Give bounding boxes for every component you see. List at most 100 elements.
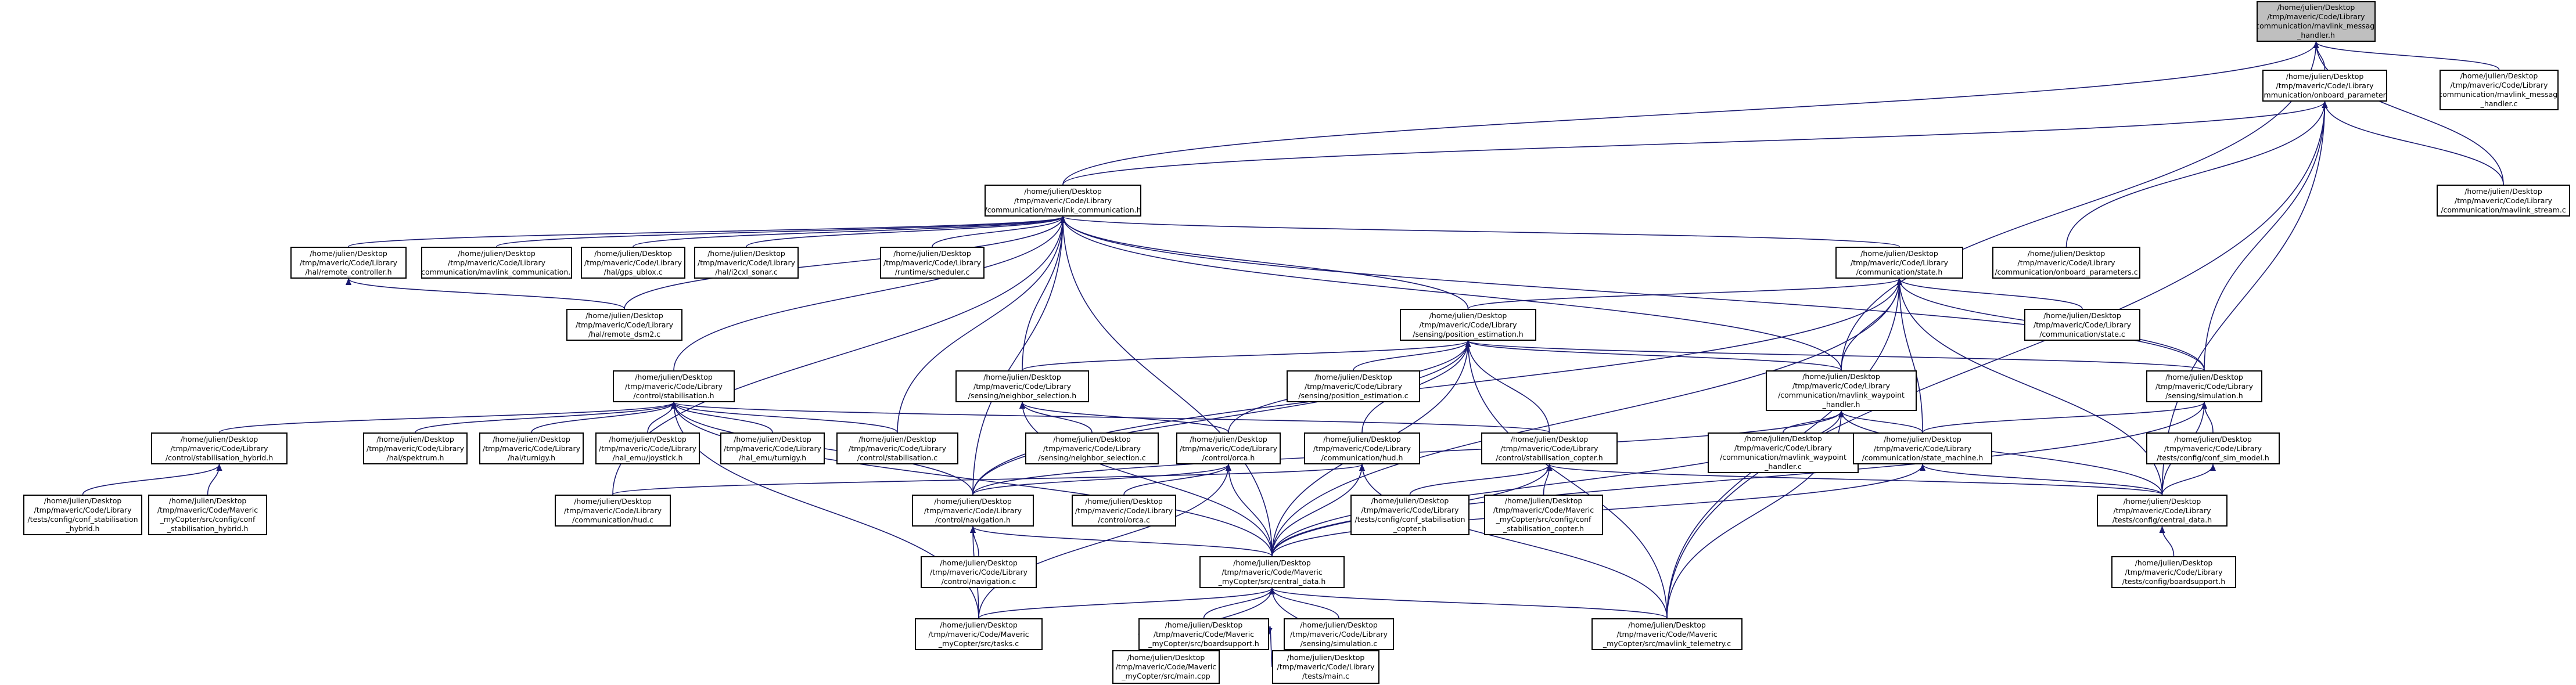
file-node-conf-sim-model-h[interactable]: /home/julien/Desktop/tmp/maveric/Code/Li… bbox=[2146, 432, 2280, 464]
file-node-tests-conf-stab-copter-h[interactable]: /home/julien/Desktop/tmp/maveric/Code/Li… bbox=[1350, 495, 1470, 535]
file-node-spektrum-h[interactable]: /home/julien/Desktop/tmp/maveric/Code/Li… bbox=[363, 432, 468, 464]
file-path-line: /control/stabilisation_copter.h bbox=[1496, 453, 1603, 462]
file-path-line: /home/julien/Desktop bbox=[2174, 434, 2252, 444]
file-node-navigation-h[interactable]: /home/julien/Desktop/tmp/maveric/Code/Li… bbox=[912, 495, 1034, 527]
file-path-line: /communication/state_machine.h bbox=[1862, 453, 1984, 462]
file-path-line: /control/stabilisation.h bbox=[633, 391, 714, 400]
file-path-line: /home/julien/Desktop bbox=[1744, 434, 1822, 443]
file-node-onboard-parameters-c[interactable]: /home/julien/Desktop/tmp/maveric/Code/Li… bbox=[1992, 247, 2140, 279]
file-node-remote-controller-h[interactable]: /home/julien/Desktop/tmp/maveric/Code/Li… bbox=[290, 247, 407, 279]
file-path-line: /home/julien/Desktop bbox=[2027, 248, 2106, 258]
file-node-state-machine-h[interactable]: /home/julien/Desktop/tmp/maveric/Code/Li… bbox=[1853, 432, 1992, 464]
file-path-line: /sensing/position_estimation.h bbox=[1413, 329, 1524, 338]
file-node-mavlink-message-handler-c[interactable]: /home/julien/Desktop/tmp/maveric/Code/Li… bbox=[2440, 70, 2559, 110]
file-node-orca-h[interactable]: /home/julien/Desktop/tmp/maveric/Code/Li… bbox=[1176, 432, 1281, 464]
edge-hal-emu-joystick-h-to-stabilisation-h bbox=[647, 402, 677, 433]
file-node-scheduler-c[interactable]: /home/julien/Desktop/tmp/maveric/Code/Li… bbox=[880, 247, 985, 279]
edge-remote-dsm2-c-to-mavlink-communication-h bbox=[624, 216, 1066, 309]
file-node-simulation-h[interactable]: /home/julien/Desktop/tmp/maveric/Code/Li… bbox=[2146, 370, 2262, 402]
file-path-line: /home/julien/Desktop bbox=[1314, 372, 1392, 381]
file-path-line: _handler.c bbox=[1765, 462, 1802, 471]
file-path-line: /communication/hud.h bbox=[1321, 453, 1403, 462]
edge-mycopter-central-data-h-to-hud-h bbox=[1271, 464, 1365, 557]
file-node-mycopter-conf-stab-copter-h[interactable]: /home/julien/Desktop/tmp/maveric/Code/Ma… bbox=[1484, 495, 1603, 535]
edge-state-machine-h-to-mavlink-waypoint-handler-h bbox=[1838, 410, 1923, 433]
file-node-mycopter-conf-stab-hybrid-h[interactable]: /home/julien/Desktop/tmp/maveric/Code/Ma… bbox=[148, 495, 267, 535]
file-node-hal-emu-turnigy-h[interactable]: /home/julien/Desktop/tmp/maveric/Code/Li… bbox=[720, 432, 825, 464]
edge-scheduler-c-to-mavlink-communication-h bbox=[932, 216, 1066, 247]
file-node-neighbor-selection-h[interactable]: /home/julien/Desktop/tmp/maveric/Code/Li… bbox=[955, 370, 1089, 402]
file-node-orca-c[interactable]: /home/julien/Desktop/tmp/maveric/Code/Li… bbox=[1072, 495, 1176, 527]
edge-gps-ublox-c-to-mavlink-communication-h bbox=[633, 216, 1066, 247]
file-path-line: _copter.h bbox=[1393, 524, 1427, 533]
file-node-turnigy-h[interactable]: /home/julien/Desktop/tmp/maveric/Code/Li… bbox=[479, 432, 584, 464]
edge-mycopter-conf-stab-hybrid-h-to-stabilisation-hybrid-h bbox=[207, 464, 222, 495]
file-path-line: /tests/config/conf_sim_model.h bbox=[2157, 453, 2269, 462]
file-path-line: /home/julien/Desktop bbox=[2277, 3, 2355, 12]
file-node-gps-ublox-c[interactable]: /home/julien/Desktop/tmp/maveric/Code/Li… bbox=[581, 247, 685, 279]
file-node-mavlink-waypoint-handler-c[interactable]: /home/julien/Desktop/tmp/maveric/Code/Li… bbox=[1708, 432, 1859, 473]
file-node-stabilisation-h[interactable]: /home/julien/Desktop/tmp/maveric/Code/Li… bbox=[613, 370, 735, 402]
file-node-tests-boardsupport-h[interactable]: /home/julien/Desktop/tmp/maveric/Code/Li… bbox=[2111, 556, 2236, 588]
file-node-state-h[interactable]: /home/julien/Desktop/tmp/maveric/Code/Li… bbox=[1835, 247, 1963, 279]
file-node-tests-main-c[interactable]: /home/julien/Desktop/tmp/maveric/Code/Li… bbox=[1272, 650, 1379, 684]
file-path-line: /tests/config/central_data.h bbox=[2112, 515, 2212, 524]
file-path-line: /tests/config/boardsupport.h bbox=[2122, 576, 2226, 586]
file-node-simulation-c[interactable]: /home/julien/Desktop/tmp/maveric/Code/Li… bbox=[1284, 618, 1394, 650]
edge-hud-c-to-hud-h bbox=[612, 464, 1365, 495]
file-node-position-estimation-c[interactable]: /home/julien/Desktop/tmp/maveric/Code/Li… bbox=[1287, 370, 1420, 402]
file-node-hud-h[interactable]: /home/julien/Desktop/tmp/maveric/Code/Li… bbox=[1304, 432, 1420, 464]
file-node-remote-dsm2-c[interactable]: /home/julien/Desktop/tmp/maveric/Code/Li… bbox=[566, 309, 682, 341]
file-node-mavlink-communication-h[interactable]: /home/julien/Desktop/tmp/maveric/Code/Li… bbox=[985, 185, 1141, 217]
file-node-mavlink-communication-c[interactable]: /home/julien/Desktop/tmp/maveric/Code/Li… bbox=[421, 247, 572, 279]
file-path-line: /tmp/maveric/Code/Maveric bbox=[1153, 629, 1255, 639]
file-path-line: /home/julien/Desktop bbox=[734, 434, 811, 444]
file-path-line: _myCopter/src/boardsupport.h bbox=[1148, 639, 1259, 648]
edge-mavlink-waypoint-handler-h-to-mavlink-communication-h bbox=[1060, 216, 1842, 371]
file-node-state-c[interactable]: /home/julien/Desktop/tmp/maveric/Code/Li… bbox=[2024, 309, 2140, 341]
edge-orca-h-to-neighbor-selection-h bbox=[1019, 402, 1229, 433]
file-node-navigation-c[interactable]: /home/julien/Desktop/tmp/maveric/Code/Li… bbox=[921, 556, 1037, 588]
file-node-position-estimation-h[interactable]: /home/julien/Desktop/tmp/maveric/Code/Li… bbox=[1400, 309, 1536, 341]
file-node-tests-central-data-h[interactable]: /home/julien/Desktop/tmp/maveric/Code/Li… bbox=[2097, 495, 2227, 527]
file-path-line: /tmp/maveric/Code/Maveric bbox=[1115, 662, 1217, 671]
file-path-line: /control/stabilisation_hybrid.h bbox=[165, 453, 274, 462]
file-node-i2cxl-sonar-c[interactable]: /home/julien/Desktop/tmp/maveric/Code/Li… bbox=[694, 247, 799, 279]
file-path-line: /hal/remote_controller.h bbox=[305, 267, 392, 276]
file-node-mycopter-boardsupport-h[interactable]: /home/julien/Desktop/tmp/maveric/Code/Ma… bbox=[1138, 618, 1269, 650]
file-node-mavlink-telemetry-c[interactable]: /home/julien/Desktop/tmp/maveric/Code/Ma… bbox=[1591, 618, 1743, 650]
file-node-hal-emu-joystick-h[interactable]: /home/julien/Desktop/tmp/maveric/Code/Li… bbox=[595, 432, 700, 464]
edge-stabilisation-c-to-stabilisation-h bbox=[671, 402, 898, 433]
file-node-tests-conf-stab-hybrid-h[interactable]: /home/julien/Desktop/tmp/maveric/Code/Li… bbox=[23, 495, 142, 535]
file-node-main-cpp[interactable]: /home/julien/Desktop/tmp/maveric/Code/Ma… bbox=[1112, 650, 1220, 684]
file-path-line: /tmp/maveric/Code/Library bbox=[1014, 196, 1112, 205]
file-path-line: /home/julien/Desktop bbox=[376, 434, 454, 444]
edge-mavlink-telemetry-c-to-hud-h bbox=[1359, 464, 1668, 619]
file-node-mavlink-waypoint-handler-h[interactable]: /home/julien/Desktop/tmp/maveric/Code/Li… bbox=[1766, 370, 1917, 411]
file-path-line: /tmp/maveric/Code/Library bbox=[849, 444, 946, 453]
file-path-line: /tmp/maveric/Code/Library bbox=[34, 506, 132, 514]
file-node-mycopter-central-data-h[interactable]: /home/julien/Desktop/tmp/maveric/Code/Ma… bbox=[1199, 556, 1345, 588]
file-path-line: /home/julien/Desktop bbox=[893, 248, 971, 258]
file-node-mavlink-stream-c[interactable]: /home/julien/Desktop/tmp/maveric/Code/Li… bbox=[2437, 185, 2570, 217]
edge-remote-dsm2-c-to-remote-controller-h bbox=[346, 278, 625, 309]
file-node-stabilisation-hybrid-h[interactable]: /home/julien/Desktop/tmp/maveric/Code/Li… bbox=[151, 432, 288, 464]
edge-i2cxl-sonar-c-to-mavlink-communication-h bbox=[746, 216, 1066, 247]
file-path-line: /tmp/maveric/Code/Library bbox=[1305, 381, 1402, 391]
file-path-line: /home/julien/Desktop bbox=[940, 620, 1018, 629]
file-node-hud-c[interactable]: /home/julien/Desktop/tmp/maveric/Code/Li… bbox=[555, 495, 671, 527]
file-node-stabilisation-copter-h[interactable]: /home/julien/Desktop/tmp/maveric/Code/Li… bbox=[1481, 432, 1618, 464]
file-node-stabilisation-c[interactable]: /home/julien/Desktop/tmp/maveric/Code/Li… bbox=[836, 432, 958, 464]
file-node-tasks-c[interactable]: /home/julien/Desktop/tmp/maveric/Code/Ma… bbox=[915, 618, 1043, 650]
file-path-line: /communication/hud.c bbox=[572, 515, 653, 524]
file-node-onboard-parameters-h[interactable]: /home/julien/Desktop/tmp/maveric/Code/Li… bbox=[2262, 70, 2387, 102]
file-path-line: /tmp/maveric/Code/Library bbox=[170, 444, 268, 453]
edge-mavlink-stream-c-to-onboard-parameters-h bbox=[2322, 101, 2504, 185]
file-path-line: /sensing/simulation.c bbox=[1300, 639, 1378, 648]
file-path-line: /tmp/maveric/Code/Library bbox=[1419, 320, 1517, 329]
edge-mavlink-telemetry-c-to-mycopter-central-data-h bbox=[1269, 587, 1668, 619]
file-node-neighbor-selection-c[interactable]: /home/julien/Desktop/tmp/maveric/Code/Li… bbox=[1025, 432, 1159, 464]
file-path-line: /tmp/maveric/Code/Library bbox=[448, 258, 545, 267]
file-path-line: _myCopter/src/config/conf bbox=[1496, 515, 1591, 524]
file-path-line: /home/julien/Desktop bbox=[1300, 620, 1378, 629]
